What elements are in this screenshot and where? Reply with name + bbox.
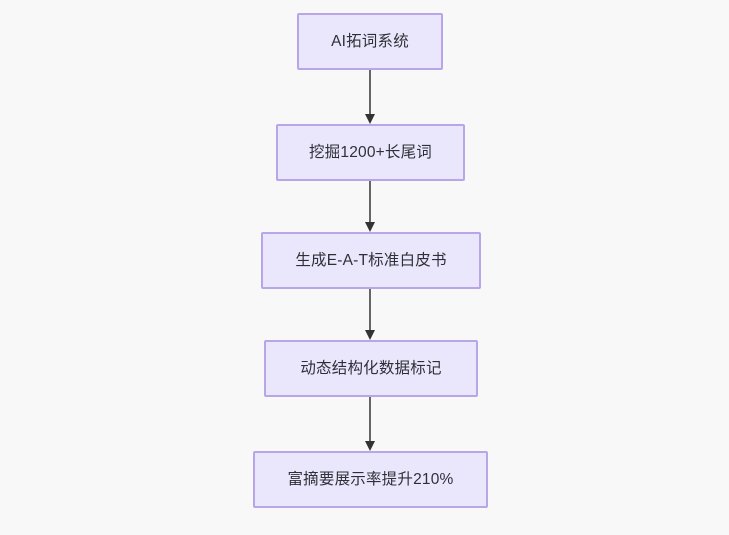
flowchart-node-5[interactable]: 富摘要展示率提升210% <box>253 451 488 508</box>
flowchart-node-4-label: 动态结构化数据标记 <box>300 359 442 377</box>
flowchart-node-1-label: AI拓词系统 <box>331 32 409 50</box>
connector-node-2-to-node-3 <box>362 181 378 232</box>
flowchart-node-4[interactable]: 动态结构化数据标记 <box>264 340 478 397</box>
flowchart-node-3[interactable]: 生成E-A-T标准白皮书 <box>261 232 481 289</box>
connector-node-1-to-node-2 <box>362 70 378 124</box>
arrow-icon <box>365 181 375 232</box>
connector-node-4-to-node-5 <box>362 397 378 451</box>
flowchart-node-1[interactable]: AI拓词系统 <box>297 13 443 70</box>
flowchart-node-2[interactable]: 挖掘1200+长尾词 <box>276 124 465 181</box>
connector-node-3-to-node-4 <box>362 289 378 340</box>
flowchart-node-3-label: 生成E-A-T标准白皮书 <box>295 251 447 269</box>
flowchart-node-2-label: 挖掘1200+长尾词 <box>308 143 433 161</box>
arrow-icon <box>365 289 375 340</box>
arrow-icon <box>365 70 375 124</box>
arrow-icon <box>365 397 375 451</box>
flowchart-node-5-label: 富摘要展示率提升210% <box>287 470 454 488</box>
